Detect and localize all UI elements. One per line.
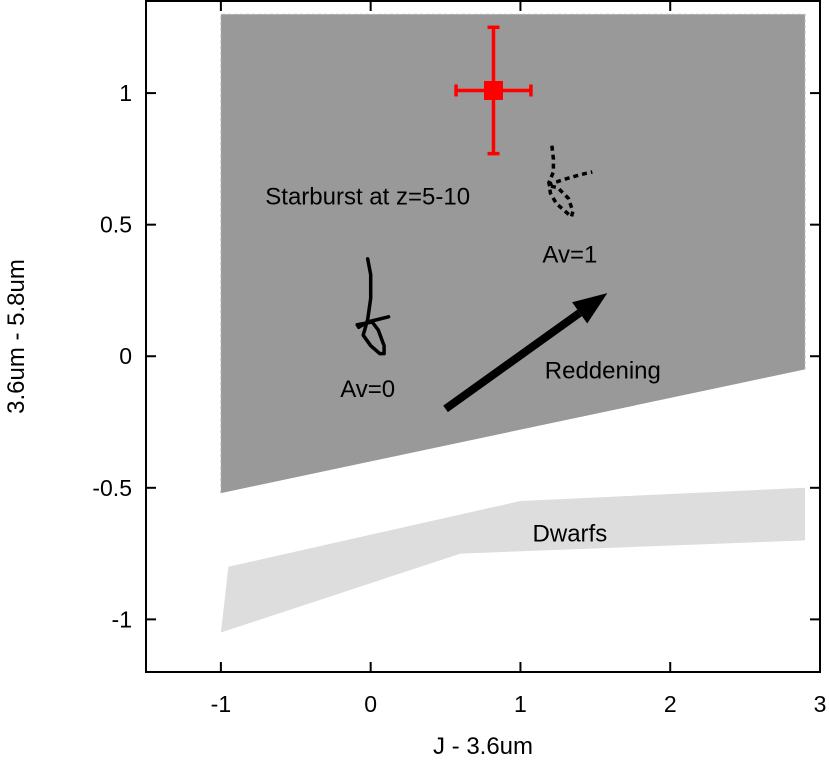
reddening-arrow-head xyxy=(572,293,608,324)
x-tick-label: -1 xyxy=(211,691,231,717)
region-dwarfs xyxy=(220,487,805,633)
reddening-arrow-shaft xyxy=(443,309,582,413)
y-tick-label: 1 xyxy=(119,80,132,106)
plot-frame xyxy=(145,0,821,673)
tracks-layer xyxy=(355,145,593,356)
track-av1 xyxy=(545,145,593,219)
annotation-reddening: Reddening xyxy=(545,357,661,384)
data-point-observed xyxy=(454,25,533,156)
y-axis-label: 3.6um - 5.8um xyxy=(3,259,30,414)
y-tick-label: -1 xyxy=(112,606,132,632)
track-av0 xyxy=(355,257,391,356)
points-layer xyxy=(454,25,533,156)
x-axis-label: J - 3.6um xyxy=(433,733,533,760)
y-tick-label: -0.5 xyxy=(92,475,132,501)
y-tick-label: 0.5 xyxy=(100,212,132,238)
annotation-av-1: Av=1 xyxy=(542,242,597,269)
annotation-starburst-at-z-5-10: Starburst at z=5-10 xyxy=(265,184,470,211)
y-tick-label: 0 xyxy=(119,343,132,369)
y-axis-ticks: -1 -0.5 0 0.5 1 xyxy=(92,80,820,632)
reddening-arrow xyxy=(443,293,608,413)
x-tick-label: 3 xyxy=(814,691,827,717)
annotation-av-0: Av=0 xyxy=(340,376,395,403)
x-tick-label: 0 xyxy=(364,691,377,717)
regions-layer xyxy=(220,13,806,633)
data-point-marker xyxy=(483,80,503,100)
annotation-dwarfs: Dwarfs xyxy=(533,521,608,548)
region-starburst xyxy=(220,14,805,494)
x-axis-ticks: -1 0 1 2 3 xyxy=(211,1,827,717)
region-starburst-outline xyxy=(220,13,806,494)
x-tick-label: 2 xyxy=(664,691,677,717)
x-tick-label: 1 xyxy=(514,691,527,717)
